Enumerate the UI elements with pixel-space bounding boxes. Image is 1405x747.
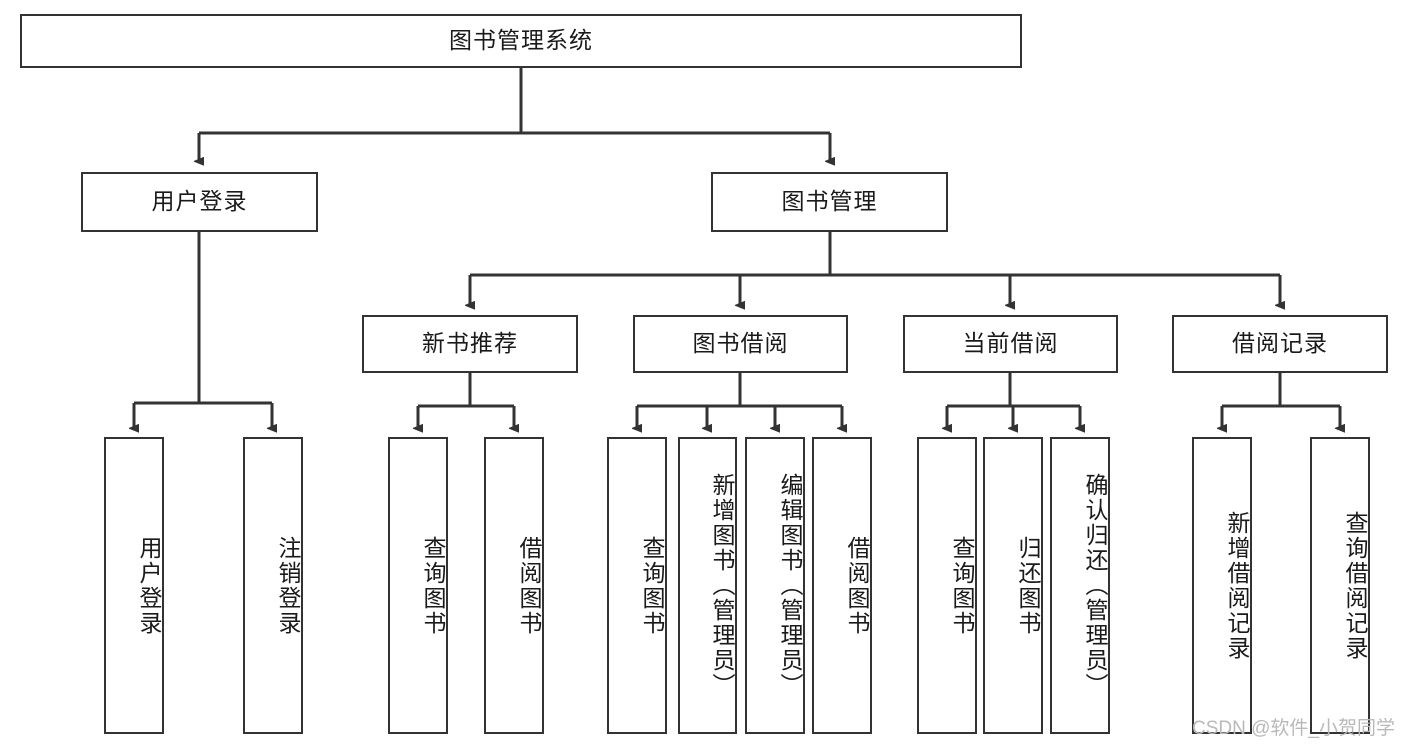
node-root-label: 图书管理系统 <box>449 27 593 54</box>
leaf-borrow-edit-book[interactable]: 编辑图书（管理员） <box>745 437 805 734</box>
node-book-management[interactable]: 图书管理 <box>711 172 948 232</box>
leaf-records-query-record[interactable]: 查询借阅记录 <box>1310 437 1370 734</box>
node-book-borrow-label: 图书借阅 <box>692 330 789 357</box>
leaf-logout[interactable]: 注销登录 <box>243 437 303 734</box>
leaf-current-query-book[interactable]: 查询图书 <box>917 437 977 734</box>
leaf-current-confirm-return[interactable]: 确认归还（管理员） <box>1050 437 1110 734</box>
leaf-borrow-query-book-label: 查询图书 <box>639 535 665 636</box>
leaf-newbook-borrow-book-label: 借阅图书 <box>516 535 542 636</box>
node-borrow-records-label: 借阅记录 <box>1232 330 1328 357</box>
leaf-current-return-book-label: 归还图书 <box>1015 535 1041 636</box>
leaf-records-query-record-label: 查询借阅记录 <box>1342 510 1368 661</box>
leaf-newbook-query-book-label: 查询图书 <box>420 535 446 636</box>
leaf-borrow-edit-book-label: 编辑图书（管理员） <box>777 473 803 698</box>
node-book-management-label: 图书管理 <box>781 188 878 215</box>
leaf-borrow-borrow-book-label: 借阅图书 <box>844 535 870 636</box>
leaf-user-login[interactable]: 用户登录 <box>104 437 164 734</box>
leaf-newbook-borrow-book[interactable]: 借阅图书 <box>484 437 544 734</box>
node-user-login-label: 用户登录 <box>151 188 248 215</box>
leaf-borrow-add-book[interactable]: 新增图书（管理员） <box>678 437 737 734</box>
node-new-book-recommend[interactable]: 新书推荐 <box>362 315 578 373</box>
leaf-borrow-borrow-book[interactable]: 借阅图书 <box>812 437 872 734</box>
node-root[interactable]: 图书管理系统 <box>20 14 1022 68</box>
watermark: CSDN @软件_小贺同学 <box>1192 718 1395 739</box>
node-book-borrow[interactable]: 图书借阅 <box>633 315 848 373</box>
node-current-borrow[interactable]: 当前借阅 <box>903 315 1118 373</box>
leaf-borrow-query-book[interactable]: 查询图书 <box>607 437 667 734</box>
node-user-login[interactable]: 用户登录 <box>81 172 318 232</box>
node-new-book-recommend-label: 新书推荐 <box>422 330 518 357</box>
node-borrow-records[interactable]: 借阅记录 <box>1172 315 1388 373</box>
leaf-current-query-book-label: 查询图书 <box>949 535 975 636</box>
leaf-records-add-record[interactable]: 新增借阅记录 <box>1192 437 1252 734</box>
leaf-records-add-record-label: 新增借阅记录 <box>1224 510 1250 661</box>
node-current-borrow-label: 当前借阅 <box>962 330 1059 357</box>
leaf-current-return-book[interactable]: 归还图书 <box>983 437 1043 734</box>
leaf-newbook-query-book[interactable]: 查询图书 <box>388 437 448 734</box>
leaf-logout-label: 注销登录 <box>275 535 301 636</box>
leaf-user-login-label: 用户登录 <box>136 535 162 636</box>
leaf-current-confirm-return-label: 确认归还（管理员） <box>1082 473 1108 698</box>
leaf-borrow-add-book-label: 新增图书（管理员） <box>709 473 735 698</box>
